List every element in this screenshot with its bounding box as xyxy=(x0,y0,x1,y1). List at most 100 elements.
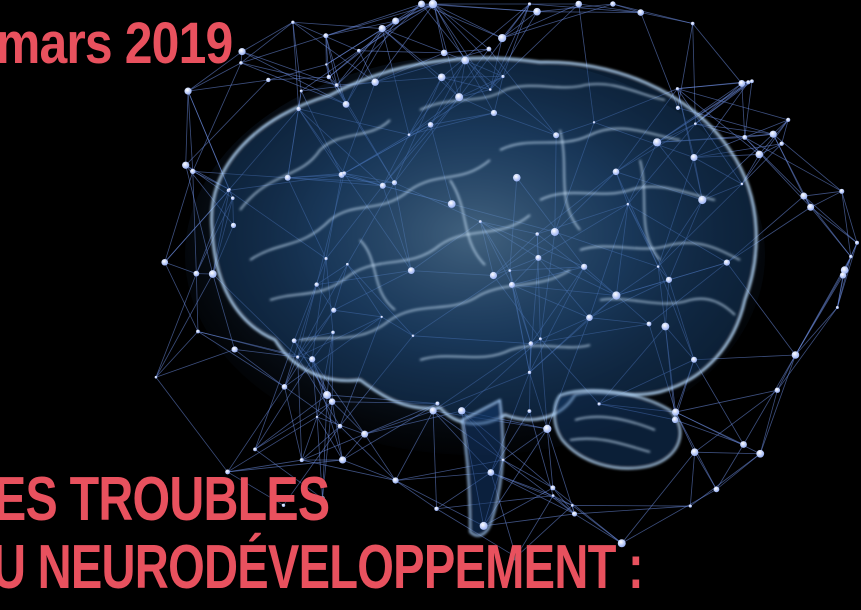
network-node xyxy=(435,401,440,406)
network-node xyxy=(411,334,415,338)
network-node xyxy=(331,330,335,335)
network-link xyxy=(241,21,294,52)
network-link xyxy=(578,3,641,13)
network-node xyxy=(807,203,815,211)
network-link xyxy=(336,28,383,86)
network-link xyxy=(381,28,466,61)
network-link xyxy=(188,79,269,92)
network-node xyxy=(690,153,698,161)
network-node xyxy=(586,314,593,321)
network-link xyxy=(744,137,805,197)
network-link xyxy=(574,513,622,544)
network-node xyxy=(291,20,295,24)
headline-line-2: U NEURODÉVELOPPEMENT : xyxy=(0,533,644,602)
network-link xyxy=(316,416,323,499)
network-node xyxy=(334,83,339,88)
network-link xyxy=(690,453,761,507)
network-node xyxy=(740,182,744,186)
network-link xyxy=(841,191,852,257)
network-node xyxy=(325,63,328,66)
network-node xyxy=(570,504,574,507)
network-link xyxy=(694,451,717,490)
network-node xyxy=(617,539,626,548)
network-link xyxy=(529,3,641,13)
network-link xyxy=(675,411,696,453)
network-link xyxy=(612,3,693,24)
network-link xyxy=(803,190,842,197)
network-link xyxy=(433,3,445,53)
network-link xyxy=(395,480,437,510)
network-node xyxy=(512,553,520,561)
network-link xyxy=(192,62,242,172)
network-link xyxy=(836,242,858,308)
network-link xyxy=(254,449,323,499)
network-node xyxy=(315,415,319,419)
network-node xyxy=(597,402,601,406)
network-link xyxy=(744,137,811,208)
network-link xyxy=(395,480,484,527)
network-link xyxy=(187,91,194,172)
network-node xyxy=(461,56,470,65)
network-node xyxy=(418,0,426,8)
network-link xyxy=(772,134,805,197)
event-date: mars 2019 xyxy=(0,11,233,76)
network-link xyxy=(364,433,396,481)
network-link xyxy=(741,119,789,185)
network-link xyxy=(536,3,613,13)
network-node xyxy=(646,321,652,327)
network-link xyxy=(339,425,396,481)
network-link xyxy=(689,452,696,507)
network-link xyxy=(433,3,490,50)
network-link xyxy=(227,386,285,473)
network-node xyxy=(610,1,616,7)
network-node xyxy=(774,387,781,393)
network-link xyxy=(358,50,445,54)
network-link xyxy=(268,64,327,81)
network-node xyxy=(284,174,291,181)
network-link xyxy=(640,12,679,108)
network-node xyxy=(688,504,692,508)
network-link xyxy=(675,389,778,413)
network-node xyxy=(855,240,859,245)
network-link xyxy=(325,35,338,86)
network-node xyxy=(378,24,386,33)
network-link xyxy=(759,390,778,454)
network-node xyxy=(665,276,673,283)
network-node xyxy=(342,100,350,108)
network-link xyxy=(227,459,343,473)
network-link xyxy=(395,3,434,22)
network-node xyxy=(489,271,498,280)
network-link xyxy=(268,76,329,81)
network-node xyxy=(427,122,434,128)
network-link xyxy=(675,411,761,455)
network-node xyxy=(266,77,271,83)
network-node xyxy=(527,409,532,414)
network-link xyxy=(850,242,858,257)
network-node xyxy=(391,180,398,186)
network-node xyxy=(550,227,559,236)
network-node xyxy=(661,322,670,331)
network-node xyxy=(238,48,246,56)
network-link xyxy=(836,275,844,308)
network-node xyxy=(488,88,492,91)
network-link xyxy=(810,206,858,244)
network-node xyxy=(691,356,698,363)
network-node xyxy=(551,494,555,498)
network-node xyxy=(379,182,386,189)
network-link xyxy=(325,3,422,37)
network-link xyxy=(777,307,838,391)
network-link xyxy=(841,191,858,243)
network-node xyxy=(538,337,542,341)
network-link xyxy=(240,21,294,64)
network-link xyxy=(502,3,614,39)
network-link xyxy=(795,307,838,356)
network-link xyxy=(283,425,341,506)
network-node xyxy=(231,346,238,353)
network-link xyxy=(515,505,573,558)
network-node xyxy=(182,161,190,169)
network-link xyxy=(490,472,575,515)
network-node xyxy=(839,188,845,194)
network-node xyxy=(490,109,498,117)
network-link xyxy=(741,83,746,138)
network-node xyxy=(543,424,552,433)
